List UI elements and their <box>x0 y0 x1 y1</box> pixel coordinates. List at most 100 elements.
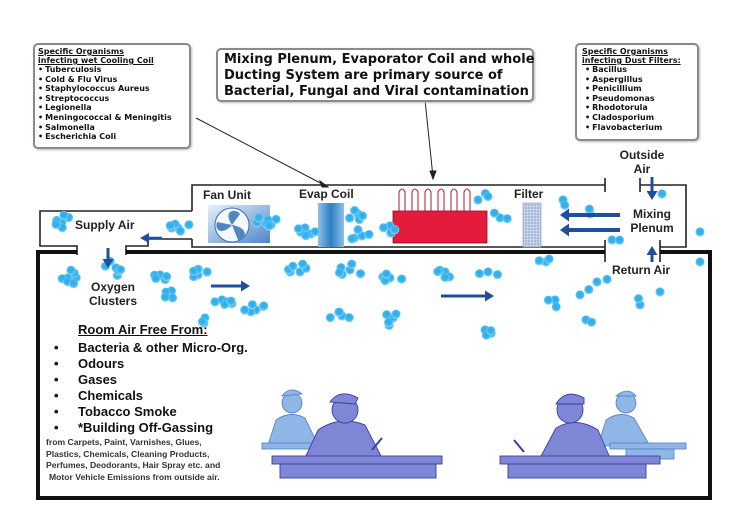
arrow-supply-down <box>102 248 114 268</box>
oxygen-molecule <box>384 318 394 328</box>
oxygen-molecule <box>397 274 407 284</box>
bullet: • <box>54 388 59 403</box>
people-illustration <box>261 389 687 479</box>
oxygen-cluster <box>473 189 493 205</box>
person-back-left <box>267 389 319 446</box>
oxygen-molecule <box>254 213 264 223</box>
contaminant-item: •Tobacco Smoke <box>54 404 248 420</box>
oxygen-molecule <box>391 309 401 319</box>
off-gassing-details: from Carpets, Paint, Varnishes, Glues, P… <box>46 437 248 483</box>
oxygen-molecule <box>586 317 597 327</box>
oxygen-molecule <box>325 313 335 323</box>
callout-title: Specific Organisms <box>582 47 669 56</box>
contaminant-label: Bacteria & other Micro-Org. <box>78 340 248 355</box>
oxygen-cluster <box>558 195 570 210</box>
contaminant-label: *Building Off-Gassing <box>78 420 214 435</box>
label-filter: Filter <box>514 187 544 201</box>
bullet: • <box>54 420 59 435</box>
oxygen-molecule <box>474 269 485 279</box>
list-item: Pseudomonas <box>585 94 692 104</box>
oxygen-molecule <box>344 313 354 323</box>
oxygen-molecule <box>353 225 363 235</box>
oxygen-molecule <box>433 267 443 277</box>
callout-main: Mixing Plenum, Evaporator Coil and whole… <box>216 48 535 102</box>
oxygen-cluster <box>293 223 320 241</box>
oxygen-molecule <box>226 296 236 306</box>
desk-front-left <box>271 455 443 465</box>
room-air-heading: Room Air Free From: <box>78 322 208 337</box>
oxygen-molecule <box>473 195 483 205</box>
oxygen-molecule <box>151 274 161 284</box>
label-mixing-plenum: Mixing Plenum <box>622 207 682 235</box>
oxygen-molecule <box>655 287 665 297</box>
oxygen-molecule <box>381 269 391 279</box>
bullet: • <box>54 356 59 371</box>
oxygen-molecule <box>575 290 585 300</box>
list-item: Tuberculosis <box>38 65 186 75</box>
oxygen-cluster <box>334 259 366 280</box>
oxygen-molecule <box>347 259 357 269</box>
oxygen-molecule <box>301 231 311 241</box>
oxygen-molecule <box>160 292 170 302</box>
arrow-mixing-to-filter <box>560 223 620 237</box>
oxygen-cluster <box>607 235 625 245</box>
main-callout-line: Mixing Plenum, Evaporator Coil and whole <box>224 52 535 67</box>
list-item: Bacillus <box>585 65 692 75</box>
arrow-room-flow <box>211 280 250 292</box>
oxygen-cluster <box>210 295 237 310</box>
oxygen-cluster <box>633 294 645 310</box>
oxygen-molecule <box>345 213 355 223</box>
fine-print-line: Perfumes, Deodorants, Hair Spray etc. an… <box>46 460 221 470</box>
oxygen-molecule <box>440 272 450 283</box>
oxygen-molecule <box>382 310 392 320</box>
contaminant-item: • *Building Off-Gassing <box>54 420 248 436</box>
oxygen-cluster <box>592 274 612 287</box>
room-outline <box>36 250 712 500</box>
oxygen-cluster <box>575 285 594 300</box>
list-item: Escherichia Coli <box>38 132 186 142</box>
person-front-right <box>513 393 611 459</box>
label-outside-air-line: Air <box>633 162 651 176</box>
oxygen-molecule <box>334 268 345 278</box>
oxygen-molecule <box>175 226 185 236</box>
oxygen-molecule <box>614 235 625 245</box>
oxygen-molecule <box>657 189 667 199</box>
oxygen-cluster <box>655 287 665 297</box>
oxygen-molecule <box>310 227 320 237</box>
oxygen-cluster <box>474 267 503 280</box>
oxygen-molecule <box>168 293 178 303</box>
callout-title: infecting Dust Filters: <box>582 56 681 65</box>
callout-title: Specific Organisms <box>38 47 125 56</box>
oxygen-cluster <box>489 208 512 224</box>
callout-cooling-coil: Specific Organisms infecting wet Cooling… <box>33 43 191 149</box>
oxygen-molecule <box>544 254 554 264</box>
oxygen-molecule <box>390 225 400 235</box>
list-item: Streptococcus <box>38 94 186 104</box>
label-supply-air: Supply Air <box>75 218 135 232</box>
oxygen-cluster <box>378 269 407 286</box>
oxygen-molecule <box>379 223 389 233</box>
arrow-outside-air <box>646 177 658 200</box>
contaminant-label: Tobacco Smoke <box>78 404 177 419</box>
oxygen-cluster <box>534 254 554 267</box>
oxygen-cluster <box>325 307 354 323</box>
label-mixing-plenum-line: Mixing <box>633 207 671 221</box>
oxygen-molecule <box>483 267 493 277</box>
list-item: Cladosporium <box>585 113 692 123</box>
label-fan-unit: Fan Unit <box>203 188 251 202</box>
list-item: Staphylococcus Aureus <box>38 84 186 94</box>
arrow-return-air <box>646 246 658 262</box>
contaminant-item: •Gases <box>54 372 248 388</box>
label-oxygen-clusters: Oxygen Clusters <box>80 280 146 308</box>
oxygen-molecule <box>543 295 554 305</box>
oxygen-molecule <box>240 305 250 315</box>
list-item: Flavobacterium <box>585 123 692 133</box>
oxygen-molecule <box>59 210 69 220</box>
label-oxygen-clusters-line: Oxygen <box>90 280 135 294</box>
oxygen-cluster <box>240 300 269 317</box>
oxygen-molecule <box>355 269 366 279</box>
oxygen-molecule <box>489 208 499 218</box>
filter-icon <box>522 202 542 248</box>
oxygen-molecule <box>293 224 304 234</box>
main-callout-line: Bacterial, Fungal and Viral contaminatio… <box>224 84 529 99</box>
